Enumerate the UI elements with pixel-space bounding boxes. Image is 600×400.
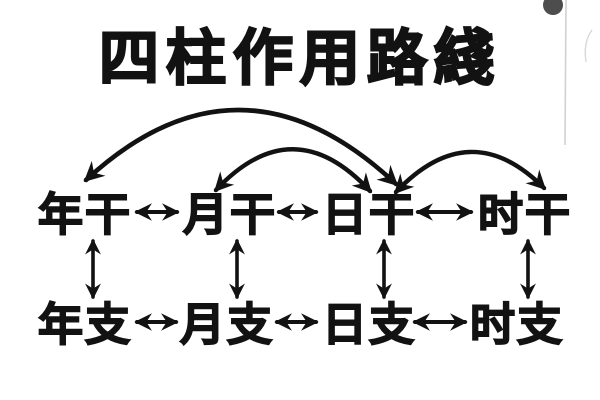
node-day-branch: 日支 [322, 298, 416, 351]
scan-artifact-line [564, 0, 567, 146]
arc-day-stem-hour-stem [393, 149, 547, 195]
arc-month-stem-day-stem [213, 147, 373, 194]
node-year-branch: 年支 [38, 298, 132, 351]
node-hour-branch: 时支 [470, 298, 564, 351]
scan-artifact-curve [584, 29, 593, 63]
node-year-stem: 年干 [38, 188, 132, 241]
node-month-stem: 月干 [183, 188, 277, 241]
diagram-title: 四柱作用路綫 [99, 24, 501, 94]
arc-year-stem-day-stem [83, 107, 399, 187]
node-month-branch: 月支 [180, 298, 274, 351]
node-day-stem: 日干 [322, 188, 416, 241]
scan-artifact-blob [543, 0, 563, 15]
node-hour-stem: 时干 [478, 188, 572, 241]
